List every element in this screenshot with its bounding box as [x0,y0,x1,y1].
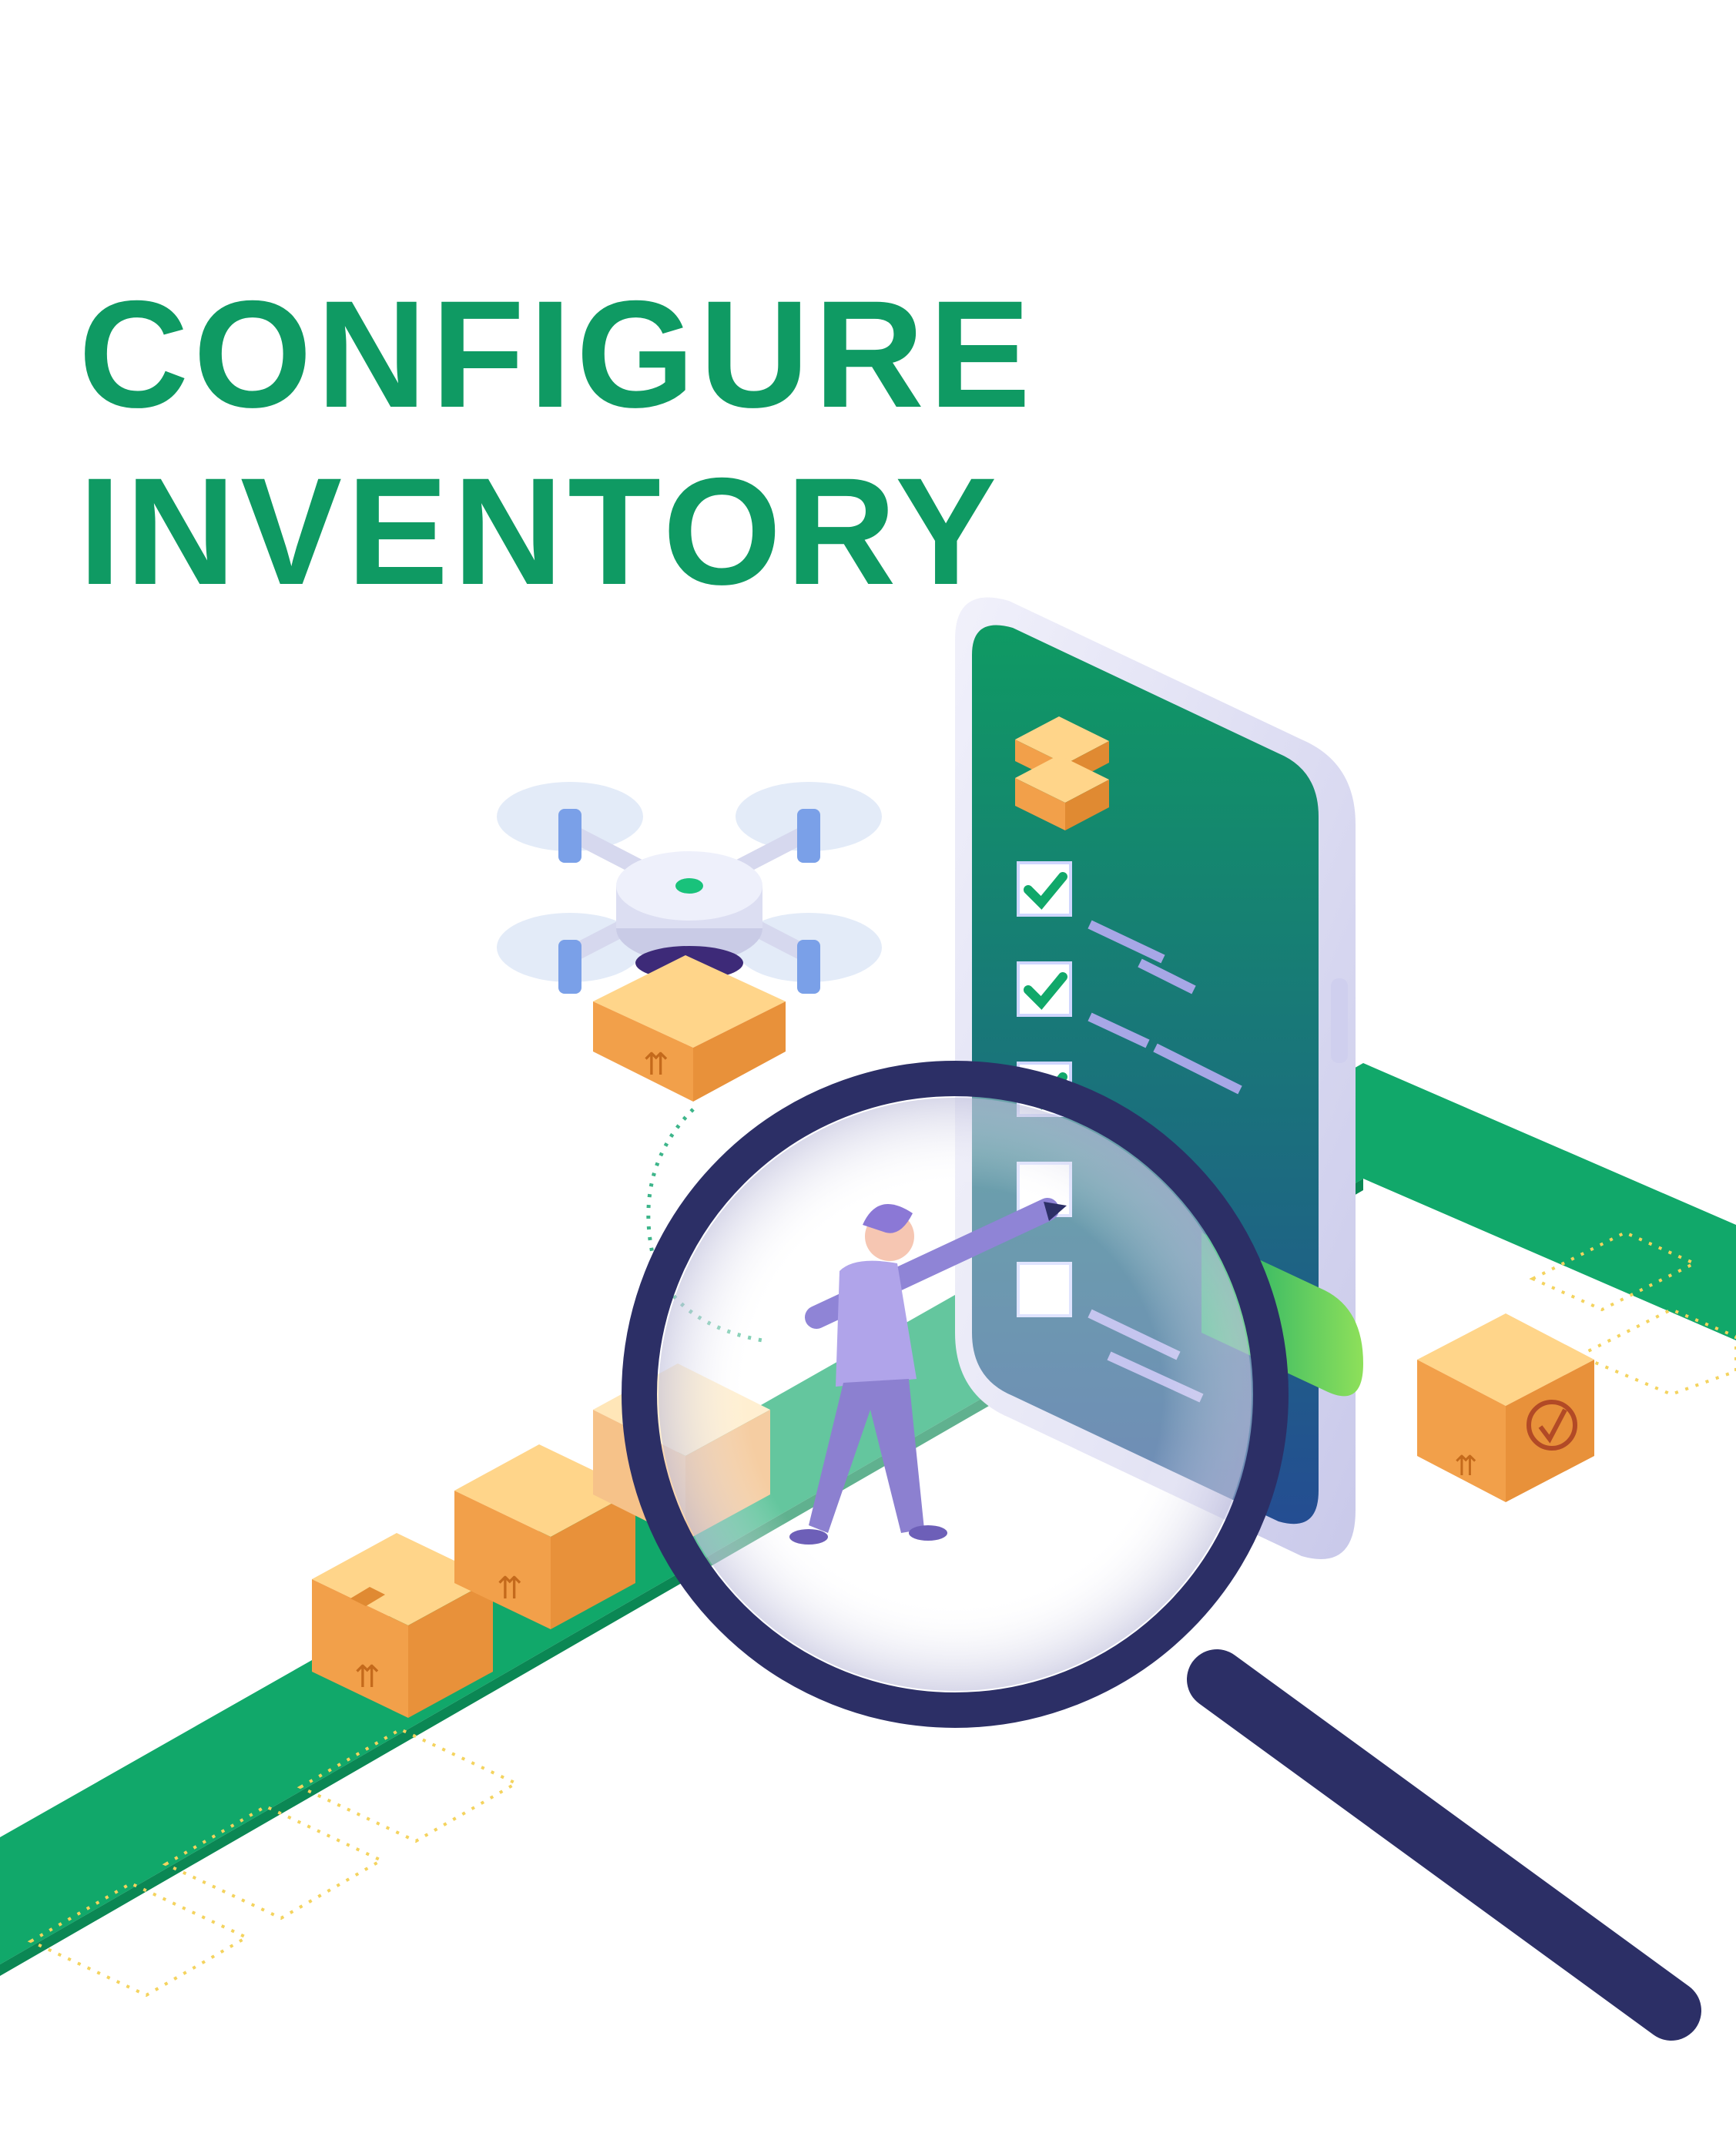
title-line-2: INVENTORY [79,446,1002,616]
page-title: CONFIGURE INVENTORY [79,266,1035,620]
title-line-1: CONFIGURE [79,269,1035,439]
stacked-boxes-icon [1015,716,1109,830]
drone-icon: ⇈ [497,782,882,1343]
svg-text:⇈: ⇈ [497,1571,523,1606]
package-box-icon: ⇈ [1417,1313,1594,1502]
package-box-icon: ⇈ [312,1533,493,1718]
checkbox-checked-icon [1017,961,1072,1017]
checkbox-checked-icon [1017,861,1072,917]
svg-text:⇈: ⇈ [354,1659,380,1695]
person-with-pencil-icon [789,1198,1067,1545]
svg-text:⇈: ⇈ [1454,1451,1477,1482]
svg-text:⇈: ⇈ [643,1047,669,1082]
package-box-icon: ⇈ [454,1444,635,1629]
magnifying-glass-icon [622,1061,1701,2041]
